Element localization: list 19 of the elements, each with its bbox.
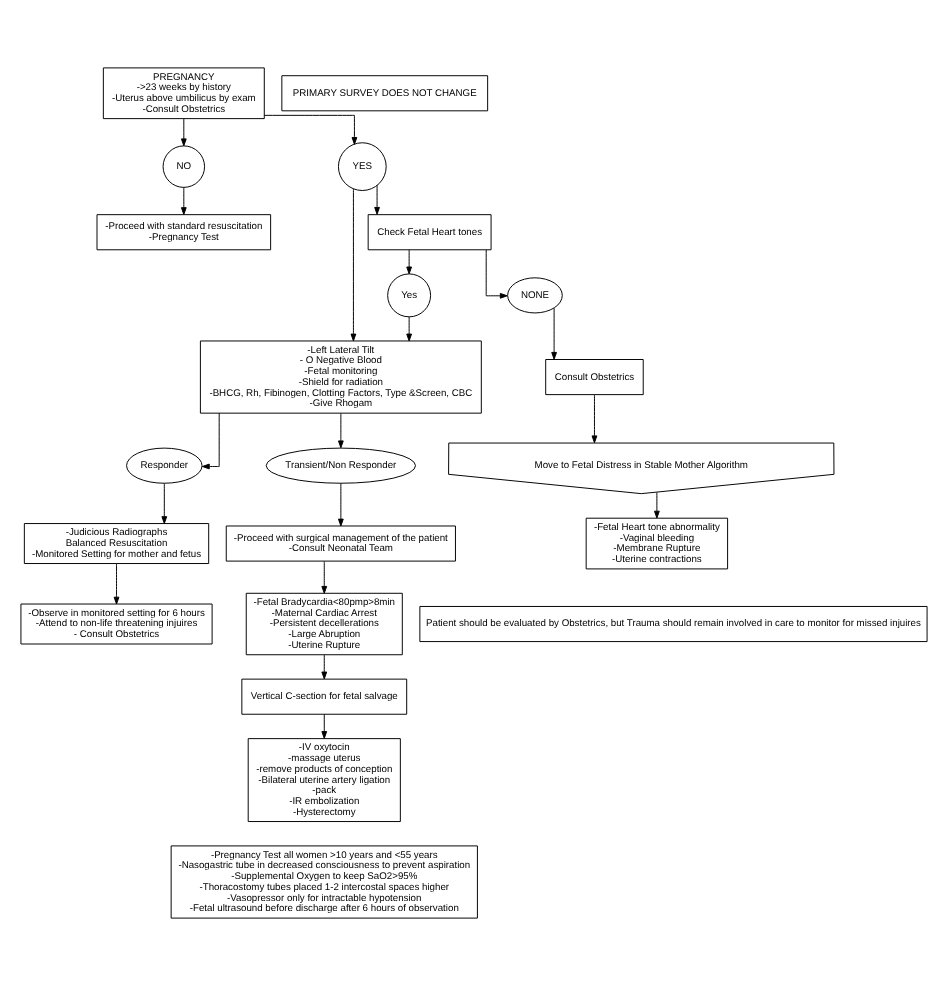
arrow <box>350 187 357 341</box>
arrow <box>406 248 412 274</box>
arrow <box>161 481 168 523</box>
arrow <box>201 411 220 469</box>
arrow <box>654 491 660 518</box>
arrow <box>485 248 508 298</box>
arrow <box>321 653 328 679</box>
arrow <box>180 185 187 214</box>
arrow <box>374 183 380 214</box>
arrow <box>338 481 344 526</box>
arrow <box>406 315 412 341</box>
arrow <box>321 559 328 593</box>
arrow <box>113 562 120 604</box>
arrow <box>591 393 598 443</box>
arrow <box>180 117 187 146</box>
arrow <box>263 113 358 144</box>
arrow <box>321 712 328 738</box>
arrow <box>551 306 557 359</box>
arrow <box>338 411 344 448</box>
